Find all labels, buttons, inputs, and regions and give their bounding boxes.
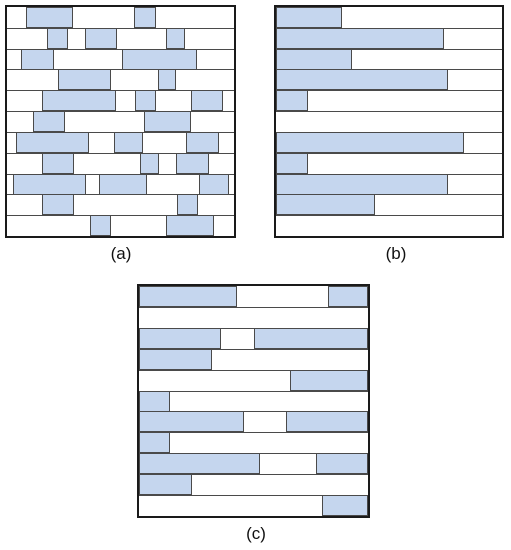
panel-b-block-r4-s0 bbox=[276, 90, 308, 111]
panel-a-block-r3-s0 bbox=[58, 69, 111, 90]
panel-a-block-r8-s2 bbox=[199, 174, 229, 195]
panel-a-caption: (a) bbox=[110, 244, 132, 263]
panel-b-block-r8-s0 bbox=[276, 174, 448, 195]
panel-b-block-r7-s0 bbox=[276, 153, 308, 174]
panel-c-block-r3-s0 bbox=[139, 349, 212, 370]
panel-a-block-r5-s0 bbox=[33, 111, 65, 132]
panel-a-block-r0-s1 bbox=[134, 7, 156, 28]
panel-a-block-r7-s0 bbox=[42, 153, 74, 174]
panel-c-block-r4-s0 bbox=[290, 370, 368, 391]
panel-b-block-r6-s0 bbox=[276, 132, 464, 153]
panel-a-block-r9-s0 bbox=[42, 194, 74, 215]
panel-c-block-r7-s0 bbox=[139, 432, 170, 453]
panel-b-block-r9-s0 bbox=[276, 194, 375, 215]
panel-c-block-r6-s1 bbox=[286, 411, 368, 432]
panel-a-block-r4-s1 bbox=[135, 90, 156, 111]
panel-c-block-r5-s0 bbox=[139, 391, 170, 412]
panel-a-block-r8-s1 bbox=[99, 174, 147, 195]
panel-a-block-r1-s0 bbox=[47, 28, 68, 49]
panel-a-block-r10-s1 bbox=[166, 215, 214, 236]
panel-a-block-r9-s1 bbox=[177, 194, 198, 215]
panel-a-block-r6-s0 bbox=[16, 132, 89, 153]
panel-a-block-r0-s0 bbox=[26, 7, 73, 28]
panel-c-block-r10-s0 bbox=[322, 495, 368, 516]
panel-a-block-r7-s1 bbox=[140, 153, 159, 174]
panel-a-block-r8-s0 bbox=[13, 174, 86, 195]
panel-a-block-r4-s2 bbox=[191, 90, 223, 111]
panel-c-block-r0-s1 bbox=[328, 286, 368, 307]
panel-a-block-r6-s1 bbox=[114, 132, 143, 153]
panel-b-caption: (b) bbox=[385, 244, 407, 263]
panel-a-grid bbox=[5, 5, 236, 238]
panel-a-block-r7-s2 bbox=[176, 153, 209, 174]
panel-a-block-r1-s1 bbox=[85, 28, 117, 49]
panel-b-block-r3-s0 bbox=[276, 69, 448, 90]
panel-c-block-r9-s0 bbox=[139, 474, 192, 495]
panel-a-block-r10-s0 bbox=[90, 215, 111, 236]
panel-a-blocks bbox=[7, 7, 234, 236]
panel-c-block-r2-s0 bbox=[139, 328, 221, 349]
panel-c-block-r2-s1 bbox=[254, 328, 368, 349]
panel-b-block-r2-s0 bbox=[276, 49, 352, 70]
panel-a-block-r5-s1 bbox=[144, 111, 191, 132]
panel-a-block-r4-s0 bbox=[42, 90, 116, 111]
panel-c-caption: (c) bbox=[246, 524, 266, 543]
panel-c-block-r8-s0 bbox=[139, 453, 260, 474]
panel-a-block-r2-s0 bbox=[21, 49, 54, 70]
panel-c-block-r0-s0 bbox=[139, 286, 237, 307]
panel-a-block-r2-s1 bbox=[122, 49, 197, 70]
panel-b-blocks bbox=[276, 7, 502, 216]
panel-c-block-r6-s0 bbox=[139, 411, 244, 432]
panel-b-grid bbox=[274, 5, 504, 238]
panel-c-grid bbox=[137, 284, 370, 518]
panel-a-block-r1-s2 bbox=[166, 28, 185, 49]
panel-a-block-r6-s2 bbox=[186, 132, 219, 153]
panel-b-block-r0-s0 bbox=[276, 7, 342, 28]
panel-b-block-r1-s0 bbox=[276, 28, 444, 49]
panel-c-block-r8-s1 bbox=[316, 453, 368, 474]
panel-c-blocks bbox=[139, 286, 368, 516]
panel-a-block-r3-s1 bbox=[158, 69, 176, 90]
